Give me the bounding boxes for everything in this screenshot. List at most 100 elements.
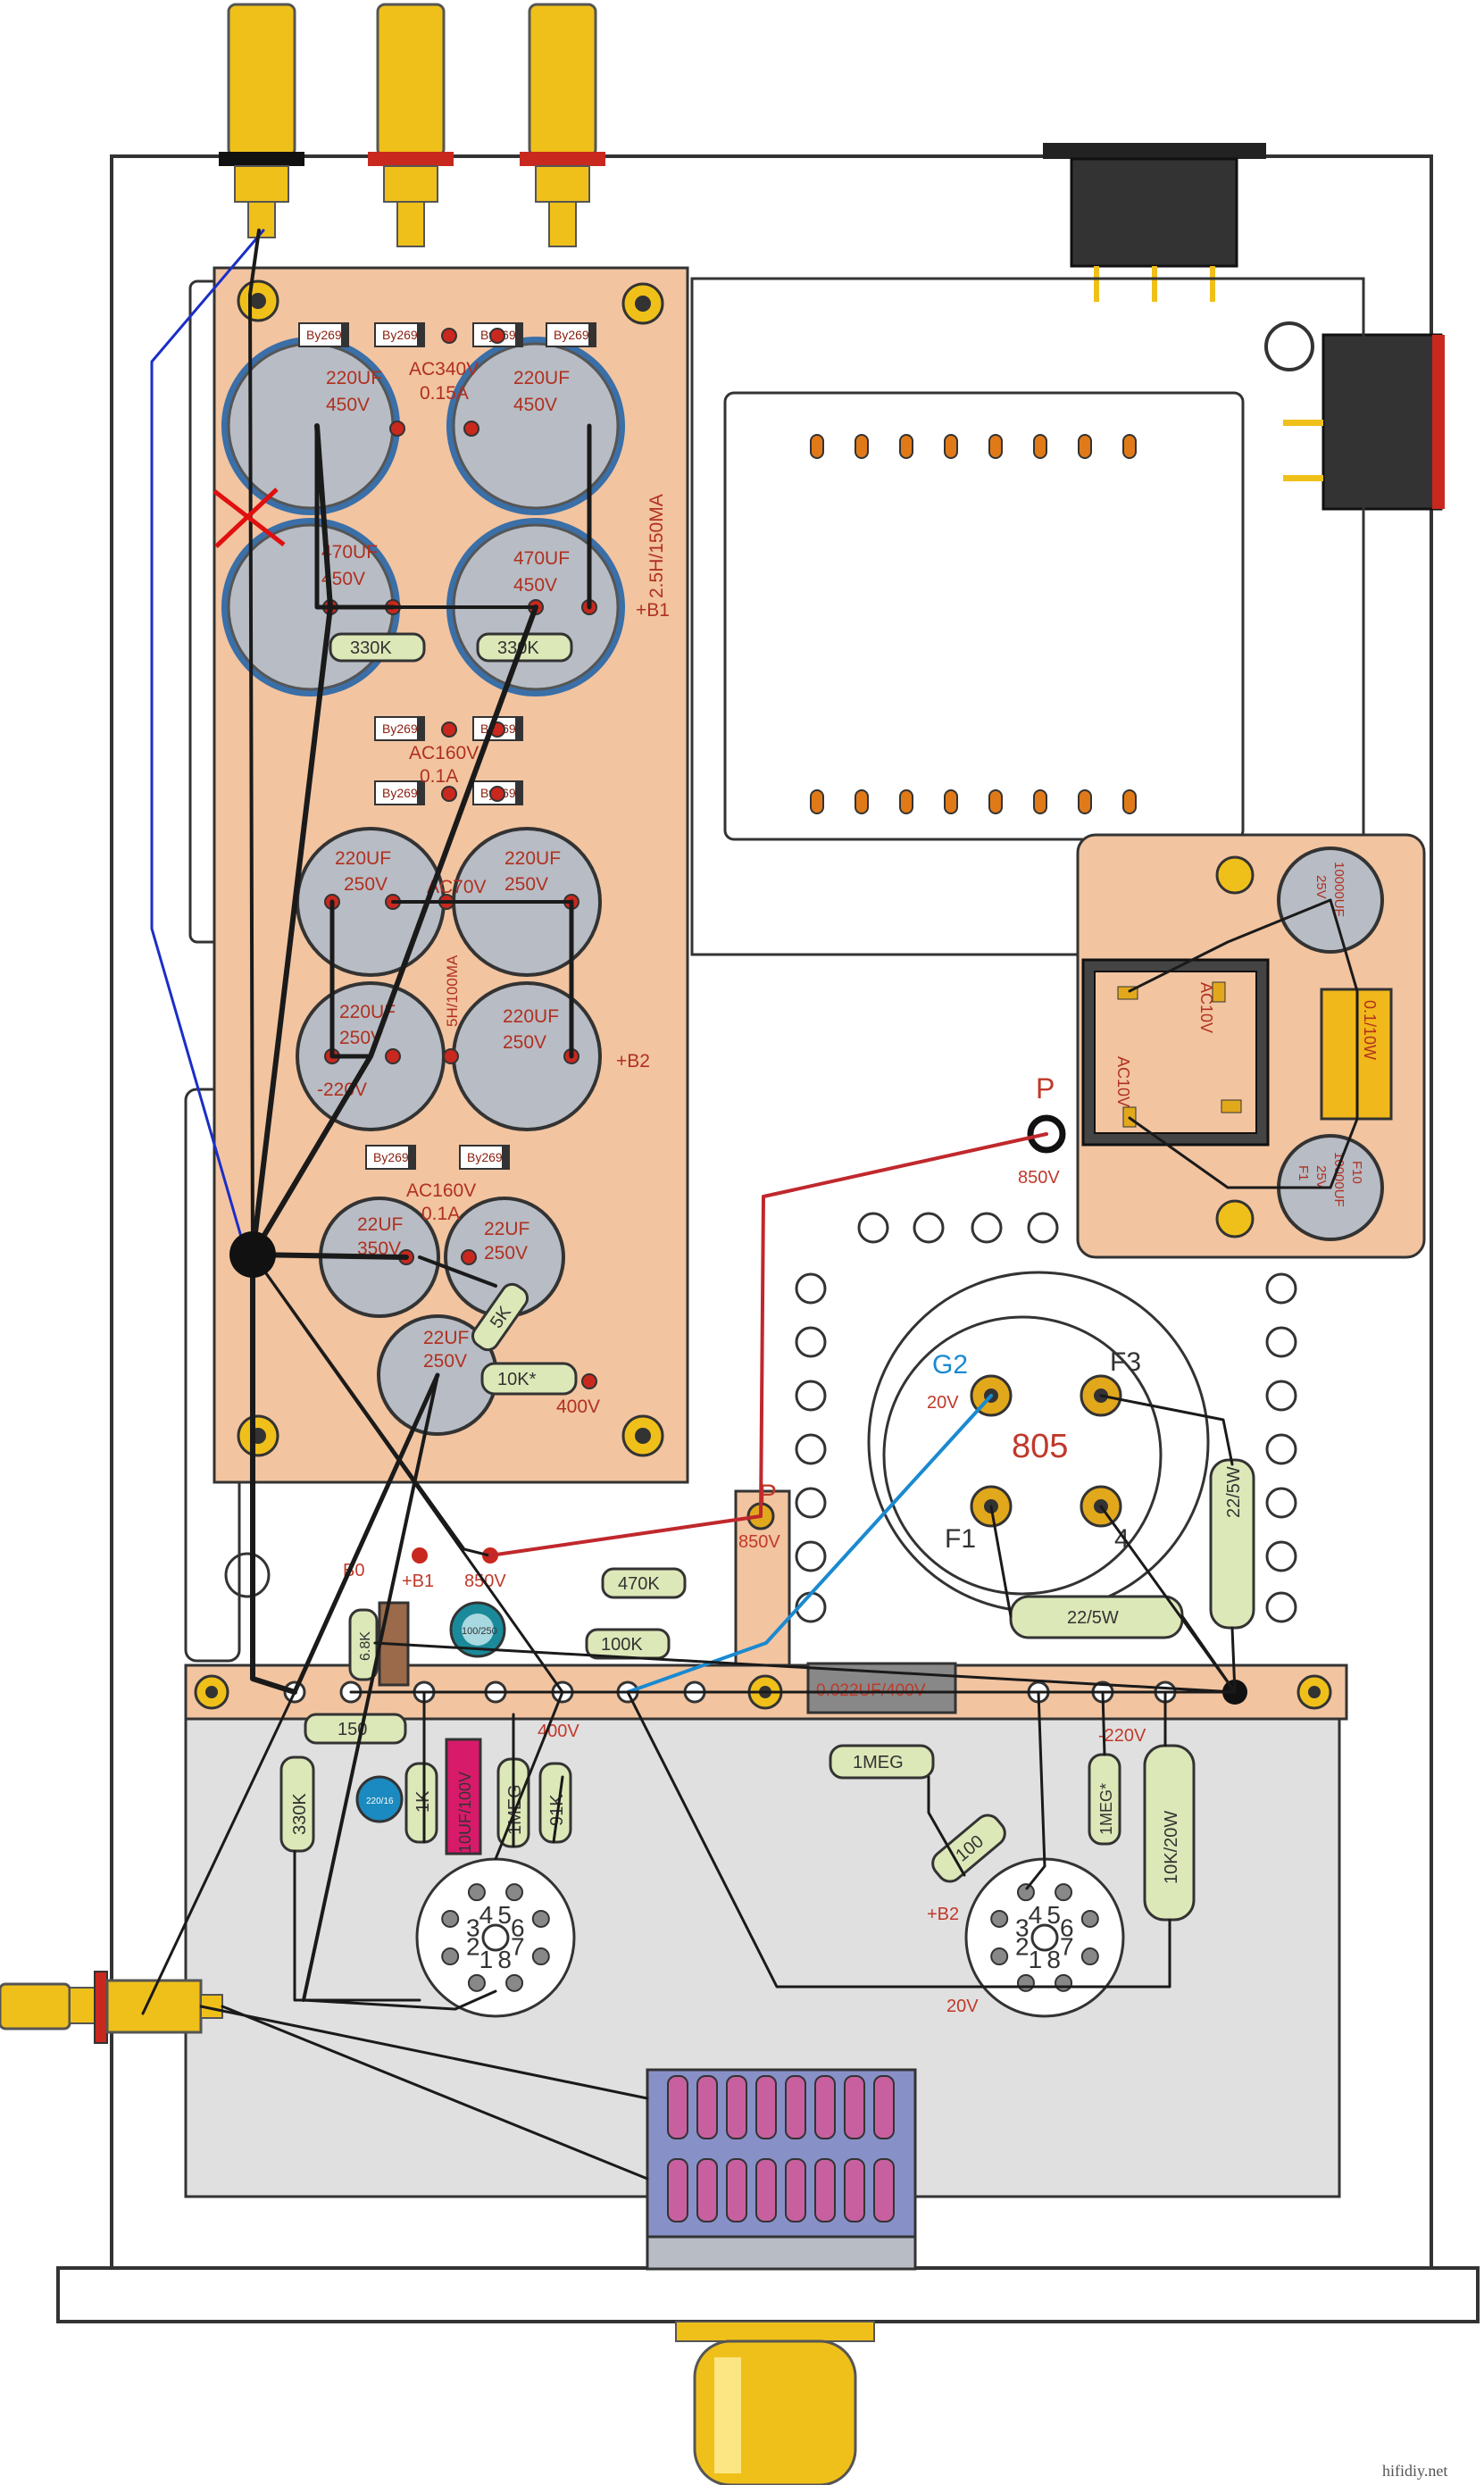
diode-band: [515, 717, 522, 740]
transformer-lugs: [810, 434, 1137, 814]
diode-label: By269: [382, 786, 418, 800]
mount-hole: [795, 1326, 827, 1358]
cap-c4-voltage: 450V: [513, 575, 557, 596]
g2-label: G2: [932, 1350, 968, 1380]
f10-label: F10: [1349, 1161, 1364, 1184]
resistor-1meg-star-label: 1MEG*: [1097, 1783, 1115, 1835]
cap-c3-voltage: 450V: [321, 569, 365, 589]
wire-f3: [1099, 1394, 1234, 1466]
resistor-10k-star: 10K*: [480, 1362, 578, 1396]
attenuator-resistor: [755, 2075, 777, 2139]
psu-board-mounting-holes: [237, 279, 664, 1457]
socket-pin-number: 3: [466, 1914, 480, 1942]
socket-pin-number: 6: [511, 1914, 525, 1942]
socket-pin-number: 1: [1029, 1946, 1043, 1973]
cap-c8-value: 220UF: [503, 1006, 559, 1027]
socket-pin: [467, 1883, 486, 1902]
wire-22-a: [1230, 1626, 1237, 1694]
mount-hole: [1265, 1540, 1297, 1572]
plate2-label: P: [759, 1480, 777, 1509]
resistor-330k-vertical: 330K: [279, 1755, 315, 1853]
resistor-470k: 470K: [601, 1567, 687, 1599]
b1-pad: [412, 1547, 428, 1564]
resistor-5k: 5K: [471, 1282, 529, 1352]
cap-c9-value: 22UF: [357, 1214, 403, 1235]
cap-c11-voltage: 250V: [423, 1351, 467, 1372]
diode: By269: [374, 780, 425, 805]
resistor-330k-right: 330K: [476, 632, 573, 663]
ac340-label: AC340V: [409, 359, 479, 379]
diode: By269: [298, 322, 349, 347]
filament-cap-bottom-voltage: 25V: [1313, 1165, 1329, 1189]
cap-c8: 220UF 250V: [452, 981, 602, 1131]
f1-fil-label: F1: [1296, 1165, 1311, 1181]
strip-mount-hole-center: [205, 1686, 218, 1698]
cap-c7-voltage: 250V: [339, 1028, 383, 1048]
filament-cap-top-voltage: 25V: [1313, 875, 1329, 899]
transformer-lug: [1033, 434, 1047, 459]
wire-fil-top: [1128, 898, 1332, 993]
solder-pad: [489, 786, 505, 802]
socket-pin-number: 6: [1060, 1914, 1074, 1942]
attenuator-resistor: [667, 2158, 688, 2222]
transformer-lug: [810, 789, 824, 814]
filament-cap-top-value: 10000UF: [1331, 862, 1346, 917]
resistor-22-5w-horizontal-label: 22/5W: [1067, 1608, 1119, 1628]
neg220-lower-label: -220V: [1098, 1726, 1146, 1746]
transformer-lug: [1078, 434, 1092, 459]
socket-pin-number: 2: [466, 1932, 480, 1960]
wire-gnd-c9: [250, 1252, 409, 1260]
wire-atten-out: [199, 2005, 649, 2100]
wire-g2-cyan: [626, 1394, 993, 1694]
ground-star-point: [229, 1231, 276, 1278]
mount-hole: [1027, 1212, 1059, 1244]
solder-pad: [443, 1048, 459, 1064]
mount-hole: [1265, 1326, 1297, 1358]
wire-91k: [552, 1775, 564, 1844]
front-panel: [56, 2266, 1480, 2323]
diode-band: [502, 1146, 509, 1169]
ac70-label: AC70V: [427, 877, 487, 897]
wire-socket-right-cathode: [626, 1690, 1171, 1989]
wire-heater-return: [373, 1641, 1237, 1694]
resistor-10k-star-label: 10K*: [497, 1370, 537, 1389]
socket-pin-number: 5: [1046, 1901, 1061, 1929]
resistor-1meg-horizontal-label: 1MEG: [853, 1753, 904, 1772]
cap-c5-voltage: 250V: [344, 874, 388, 895]
ac160-current-2: 0.1A: [421, 1204, 460, 1224]
b1-lower-label: +B1: [402, 1572, 434, 1591]
diode-band: [417, 781, 424, 805]
cap-c7-value: 220UF: [339, 1002, 396, 1022]
diode: By269: [459, 1145, 510, 1170]
mount-hole: [1265, 1380, 1297, 1412]
transformer-lug: [899, 434, 913, 459]
cap-c5-value: 220UF: [335, 848, 391, 869]
resistor-1k: 1K: [404, 1762, 438, 1844]
choke-label-2: 5H/100MA: [444, 955, 461, 1027]
diode-band: [515, 323, 522, 346]
socket-pin-number: 4: [1029, 1901, 1043, 1929]
tube-805-name: 805: [1012, 1428, 1068, 1465]
wire-low-psu: [418, 1255, 497, 1288]
transformer-lug: [988, 434, 1003, 459]
plate2-voltage: 850V: [738, 1532, 780, 1552]
attenuator-resistor: [844, 2075, 865, 2139]
wire-pin4: [1099, 1505, 1237, 1694]
cap-c8-voltage: 250V: [503, 1032, 546, 1053]
wire-input-blue: [150, 229, 265, 1238]
solder-pad: [389, 421, 405, 437]
mount-hole: [795, 1487, 827, 1519]
cap-c6-voltage: 250V: [504, 874, 548, 895]
attenuator-resistor: [755, 2158, 777, 2222]
socket-pin: [1080, 1909, 1099, 1928]
resistor-330k-vertical-label: 330K: [290, 1793, 310, 1835]
plate-voltage: 850V: [1018, 1168, 1060, 1188]
rca-input-jack-2: [368, 3, 454, 247]
solder-pad: [461, 1249, 477, 1265]
attenuator-resistor: [696, 2075, 718, 2139]
cap-c2: 220UF 450V: [446, 337, 625, 515]
socket-pin: [531, 1947, 550, 1966]
resistor-22-5w-vertical-label: 22/5W: [1224, 1466, 1244, 1518]
resistor-0-1-10w-label: 0.1/10W: [1361, 1000, 1379, 1060]
